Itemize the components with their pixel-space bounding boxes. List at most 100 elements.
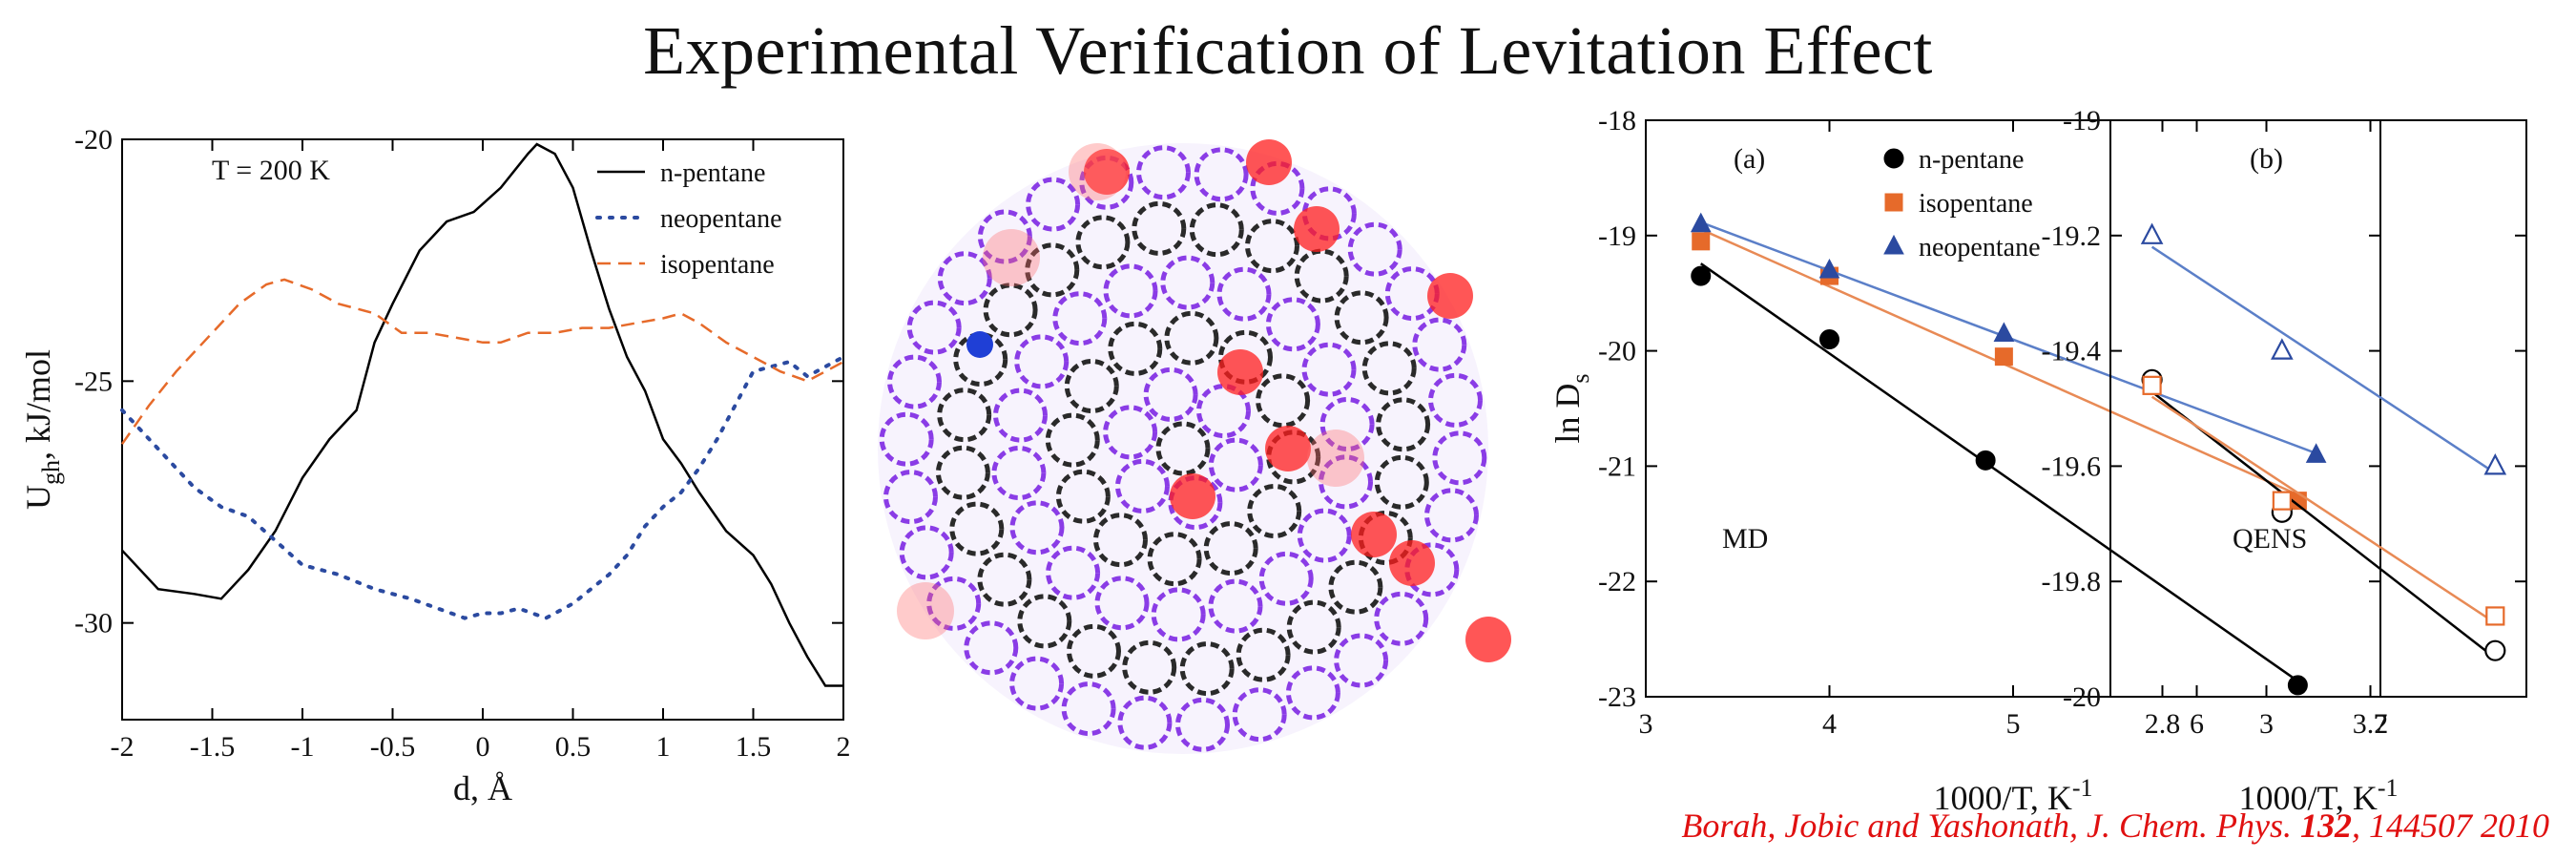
framework-cage	[1189, 202, 1244, 258]
adsorbate-haze	[1307, 430, 1364, 487]
qens-fit-neopentane	[2150, 245, 2496, 474]
energy-x-tick-label: 1	[656, 731, 671, 763]
energy-x-tick-label: -2	[111, 731, 135, 763]
framework-cage	[991, 446, 1047, 500]
page-title: Experimental Verification of Levitation …	[643, 12, 1933, 89]
framework-cage	[1361, 341, 1417, 396]
framework-cage	[1334, 633, 1389, 688]
qens-point-n-pentane	[2484, 639, 2506, 661]
md-legend-marker-isopentane	[1884, 193, 1903, 212]
adsorbate-cluster	[1427, 273, 1473, 319]
framework-cage	[1164, 310, 1219, 366]
qens-y-tick-label: -19.2	[2042, 220, 2102, 252]
legend-label-n-pentane: n-pentane	[660, 158, 765, 188]
framework-cage	[899, 525, 954, 580]
qens-fit-isopentane	[2150, 395, 2496, 624]
framework-cage	[1358, 511, 1413, 565]
framework-cage	[1079, 155, 1134, 210]
framework-cage	[1017, 594, 1072, 649]
qens-x-tick-label: 3.2	[2353, 708, 2389, 740]
framework-cage	[1285, 665, 1340, 721]
framework-cage	[949, 501, 1005, 556]
energy-x-tick-label: 0.5	[555, 731, 592, 763]
adsorbate-cluster	[1265, 426, 1311, 471]
framework-cage	[1236, 627, 1291, 682]
series-neopentane-line	[120, 355, 845, 620]
framework-cage	[1168, 475, 1223, 531]
framework-cage	[883, 470, 938, 525]
md-legend-label-neopentane: neopentane	[1919, 233, 2041, 262]
adsorbate-cluster	[1084, 149, 1130, 195]
framework-cage	[1122, 639, 1177, 695]
energy-y-tick-label: -20	[74, 124, 113, 156]
md-x-tick-label: 4	[1822, 708, 1837, 740]
framework-cage	[1194, 147, 1249, 202]
adsorbate-cluster	[1351, 512, 1397, 557]
framework-cage	[1061, 681, 1116, 737]
framework-cage	[1250, 160, 1305, 216]
energy-x-axis-label: d, Å	[453, 769, 512, 807]
zeolite-structure-image	[878, 139, 1511, 754]
framework-cage	[993, 388, 1048, 443]
md-point-n-pentane	[1975, 450, 1996, 471]
legend-label-isopentane: isopentane	[660, 250, 775, 280]
md-y-tick-label: -21	[1598, 450, 1636, 482]
framework-cage	[879, 411, 934, 467]
framework-cage	[1208, 437, 1263, 492]
adsorbate-haze	[983, 229, 1040, 286]
framework-cage	[1294, 248, 1349, 304]
framework-cage	[1155, 421, 1211, 476]
series-isopentane-line	[120, 278, 844, 445]
qens-y-tick-label: -19.8	[2042, 566, 2102, 597]
framework-cage	[953, 332, 1008, 387]
qens-y-tick-label: -20	[2063, 681, 2101, 713]
md-legend-marker-n-pentane	[1883, 148, 1904, 169]
framework-cage	[1103, 263, 1158, 319]
series-n-pentane-line	[121, 142, 843, 687]
md-y-axis-label: ln Ds	[1548, 373, 1594, 443]
framework-cage	[1147, 532, 1202, 587]
md-point-n-pentane	[2287, 675, 2308, 696]
framework-cage	[1208, 578, 1263, 634]
citation-suffix: , 144507 2010	[2352, 807, 2549, 845]
framework-cage	[1136, 145, 1191, 200]
adsorbate-haze	[897, 582, 954, 639]
framework-cage	[937, 251, 992, 306]
qens-point-neopentane	[2271, 338, 2294, 360]
framework-cage	[1374, 591, 1429, 646]
adsorbate-cluster	[1170, 473, 1215, 519]
energy-y-tick-label: -25	[74, 366, 113, 397]
md-point-n-pentane	[1691, 265, 1712, 286]
framework-cage	[1151, 587, 1206, 642]
framework-cage	[1117, 695, 1173, 750]
framework-cage	[983, 283, 1038, 338]
md-y-tick-label: -22	[1598, 566, 1636, 597]
framework-cage	[1026, 177, 1081, 232]
framework-cage	[1009, 500, 1065, 555]
adsorbate-haze	[1069, 143, 1126, 200]
energy-x-tick-label: 1.5	[736, 731, 772, 763]
framework-cage	[1428, 372, 1483, 428]
framework-cage	[1334, 290, 1389, 346]
framework-cage	[1055, 469, 1111, 524]
md-y-tick-label: -18	[1598, 105, 1636, 136]
framework-cage	[1067, 623, 1121, 679]
framework-cage	[935, 445, 990, 500]
framework-cage	[977, 209, 1032, 264]
framework-cage	[1247, 484, 1302, 538]
md-point-neopentane	[2305, 443, 2327, 463]
adsorbate-cluster	[1389, 540, 1435, 586]
framework-cage	[1132, 200, 1187, 256]
qens-y-tick-label: -19	[2063, 105, 2101, 136]
framework-cage	[1094, 576, 1150, 631]
qens-point-isopentane	[2272, 491, 2292, 511]
citation-prefix: Borah, Jobic and Yashonath, J. Chem. Phy…	[1681, 807, 2300, 845]
energy-y-tick-label: -30	[74, 608, 113, 639]
md-legend-marker-neopentane	[1883, 234, 1904, 255]
framework-cage	[1045, 412, 1100, 468]
framework-cage	[1376, 397, 1431, 452]
md-x-tick-label: 6	[2190, 708, 2204, 740]
